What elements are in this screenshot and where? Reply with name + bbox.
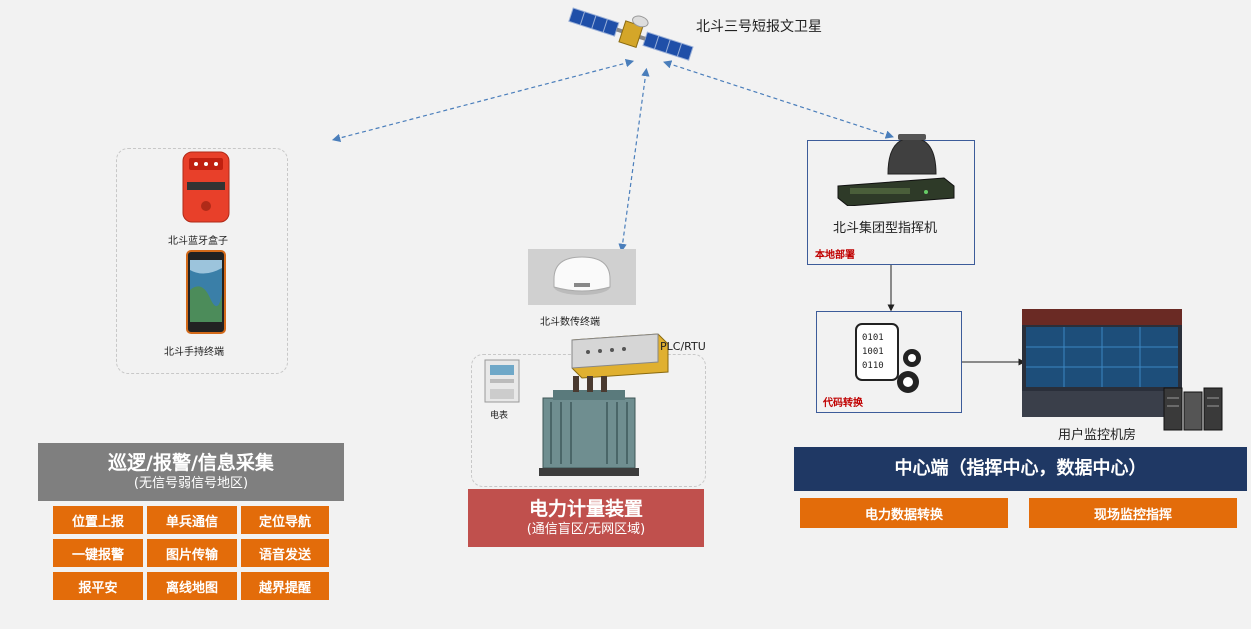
svg-text:1001: 1001	[862, 347, 884, 357]
code-convert-label: 代码转换	[823, 398, 863, 409]
local-deploy-label: 本地部署	[815, 250, 855, 261]
commander-label: 北斗集团型指挥机	[833, 221, 938, 236]
feature-tag: 报平安	[53, 572, 143, 600]
feature-tag: 位置上报	[53, 506, 143, 534]
feature-tag: 图片传输	[147, 539, 237, 567]
feature-tag: 定位导航	[241, 506, 329, 534]
feature-tag: 语音发送	[241, 539, 329, 567]
plc-rtu-label: PLC/RTU	[660, 340, 706, 353]
electric-meter-icon	[484, 359, 520, 403]
feature-tag: 一键报警	[53, 539, 143, 567]
bluetooth-box-icon	[182, 151, 230, 223]
right-title-bar: 中心端（指挥中心，数据中心）	[794, 447, 1247, 491]
left-subtitle: (无信号弱信号地区)	[133, 476, 249, 491]
handheld-terminal-icon	[186, 250, 226, 334]
middle-subtitle: (通信盲区/无网区域)	[526, 522, 646, 537]
feature-tag: 单兵通信	[147, 506, 237, 534]
link-satellite-middle	[618, 67, 650, 253]
data-terminal-image	[528, 249, 636, 305]
satellite-label: 北斗三号短报文卫星	[696, 19, 822, 35]
electric-meter-label: 电表	[490, 411, 509, 421]
bluetooth-box-label: 北斗蓝牙盒子	[168, 236, 228, 247]
data-terminal-icon	[553, 256, 611, 295]
server-rack-icon	[1163, 387, 1223, 431]
feature-tag: 越界提醒	[241, 572, 329, 600]
code-convert-icon: 0101 1001 0110	[855, 323, 921, 393]
middle-title: 电力计量装置	[528, 498, 643, 520]
svg-text:0101: 0101	[862, 333, 884, 343]
monitor-room-label: 用户监控机房	[1058, 428, 1137, 443]
handheld-terminal-label: 北斗手持终端	[164, 347, 224, 358]
left-title: 巡逻/报警/信息采集	[108, 452, 274, 474]
link-satellite-right	[663, 60, 894, 139]
svg-text:0110: 0110	[862, 361, 884, 371]
plc-rtu-icon	[571, 333, 669, 379]
right-tag: 现场监控指挥	[1029, 498, 1237, 528]
left-title-bar: 巡逻/报警/信息采集 (无信号弱信号地区)	[38, 443, 344, 501]
right-tag: 电力数据转换	[800, 498, 1008, 528]
monitor-room-image	[1022, 309, 1182, 417]
feature-tag: 离线地图	[147, 572, 237, 600]
middle-title-bar: 电力计量装置 (通信盲区/无网区域)	[468, 489, 704, 547]
commander-device-icon	[837, 134, 955, 206]
right-title: 中心端（指挥中心，数据中心）	[894, 458, 1147, 479]
data-terminal-label: 北斗数传终端	[540, 317, 600, 328]
transformer-icon	[539, 376, 639, 476]
satellite-icon	[568, 7, 694, 61]
left-device-group	[116, 148, 288, 374]
link-satellite-left	[331, 59, 635, 142]
